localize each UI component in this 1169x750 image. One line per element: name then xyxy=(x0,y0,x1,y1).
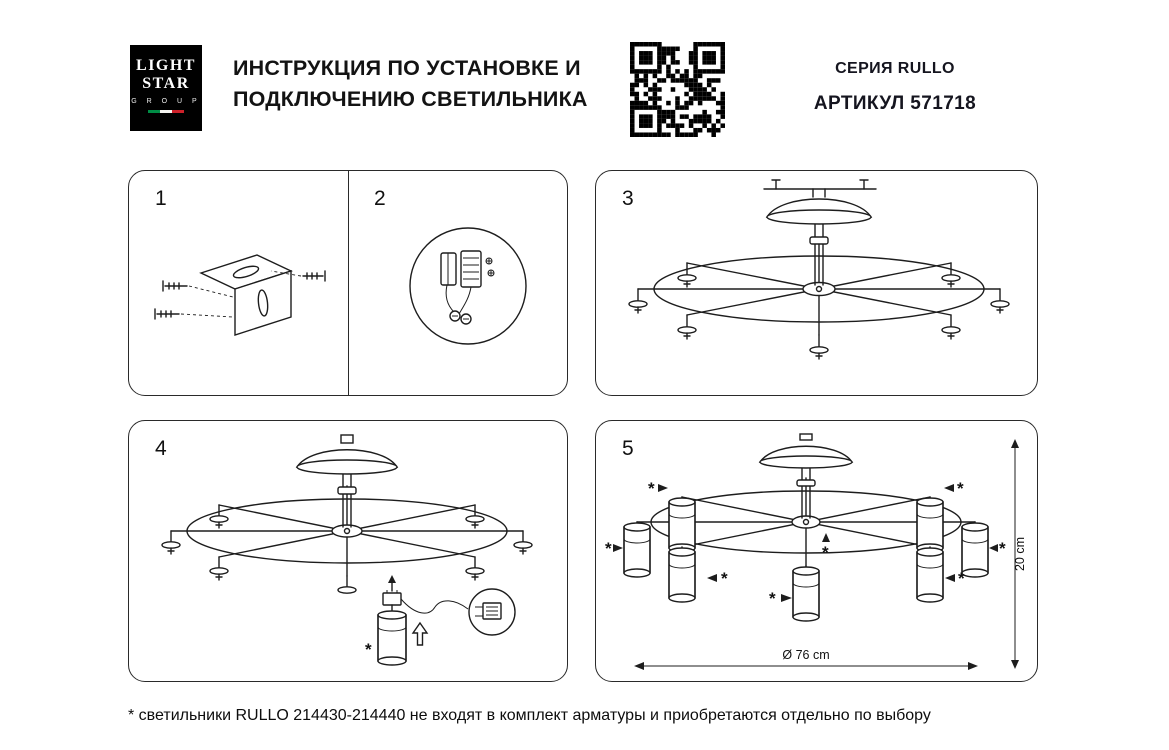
series-label: СЕРИЯ RULLO xyxy=(835,60,955,77)
pointer-arrow-icon xyxy=(944,484,954,492)
hub xyxy=(802,281,836,297)
logo-line-group: G R O U P xyxy=(131,97,201,105)
pointer-arrow-icon xyxy=(945,574,955,582)
screw-icon xyxy=(162,280,234,298)
asterisk-mark: * xyxy=(769,589,776,608)
step-4-number: 4 xyxy=(155,437,167,460)
height-dimension: 20 cm xyxy=(1011,439,1027,669)
detail-circle xyxy=(409,227,527,345)
hub xyxy=(331,524,363,538)
wires xyxy=(445,284,472,325)
lamp-socket xyxy=(382,575,402,606)
lamp-shade xyxy=(377,604,407,666)
step-5-number: 5 xyxy=(622,437,634,460)
asterisk-mark: * xyxy=(648,479,655,498)
height-dimension-label: 20 cm xyxy=(1013,537,1027,571)
diameter-dimension: Ø 76 cm xyxy=(634,648,978,670)
lamp-shade xyxy=(668,546,696,603)
step-1-diagram xyxy=(154,254,326,336)
lamp-wire xyxy=(400,598,469,614)
asterisk-mark: * xyxy=(365,640,372,659)
step-3-panel: 3 xyxy=(595,170,1038,396)
stem xyxy=(337,473,357,528)
pointer-arrow-icon xyxy=(822,533,830,542)
step-1-2-panel: 1 2 xyxy=(128,170,568,396)
step-4-panel: 4 xyxy=(128,420,568,682)
pointer-arrow-icon xyxy=(613,544,623,552)
page-title: ИНСТРУКЦИЯ ПО УСТАНОВКЕ И ПОДКЛЮЧЕНИЮ СВ… xyxy=(233,53,588,115)
diameter-dimension-label: Ø 76 cm xyxy=(782,648,829,662)
step-1-number: 1 xyxy=(155,187,167,210)
arm-holder xyxy=(628,238,1010,360)
ceiling-line xyxy=(763,179,877,190)
terminal-block xyxy=(440,250,495,288)
title-line-1: ИНСТРУКЦИЯ ПО УСТАНОВКЕ И xyxy=(233,56,581,80)
lamp-shade xyxy=(916,496,944,553)
lamp-shade xyxy=(961,521,989,578)
lamp-shade xyxy=(792,565,820,622)
connector-detail-circle xyxy=(468,588,516,636)
qr-code xyxy=(630,42,725,137)
arm-holder xyxy=(161,504,533,594)
step-4-diagram: * xyxy=(161,434,533,666)
step-3-diagram xyxy=(628,179,1010,360)
step-2-diagram xyxy=(409,227,527,345)
lamp-shade xyxy=(916,546,944,603)
lamp-shade xyxy=(623,521,651,578)
asterisk-mark: * xyxy=(605,539,612,558)
lightstar-logo: LIGHT STAR G R O U P xyxy=(130,45,202,131)
italian-flag-icon xyxy=(148,109,184,113)
stem xyxy=(796,467,816,519)
logo-line-star: STAR xyxy=(142,75,190,93)
hub xyxy=(791,515,821,529)
logo-line-light: LIGHT xyxy=(136,57,196,74)
asterisk-mark: * xyxy=(999,539,1006,558)
pointer-arrow-icon xyxy=(658,484,668,492)
step-5-panel: 5 xyxy=(595,420,1038,682)
pointer-arrow-icon xyxy=(707,574,717,582)
screw-icon xyxy=(154,308,234,320)
title-line-2: ПОДКЛЮЧЕНИЮ СВЕТИЛЬНИКА xyxy=(233,87,588,112)
asterisk-mark: * xyxy=(721,569,728,588)
step-3-number: 3 xyxy=(622,187,634,210)
step-5-diagram: * * * * * * * * 20 cm xyxy=(605,433,1027,670)
lamp-shade xyxy=(668,496,696,553)
article-label: АРТИКУЛ 571718 xyxy=(813,93,977,114)
pointer-arrow-icon xyxy=(781,594,792,602)
canopy xyxy=(765,188,873,225)
panel-divider xyxy=(348,171,349,395)
canopy xyxy=(758,433,854,469)
footnote: * светильники RULLO 214430-214440 не вхо… xyxy=(128,707,931,724)
pointer-arrow-icon xyxy=(989,544,998,552)
screw-icon xyxy=(270,270,326,282)
step-2-number: 2 xyxy=(374,187,386,210)
asterisk-mark: * xyxy=(957,479,964,498)
up-arrow-icon xyxy=(411,621,429,646)
product-meta: СЕРИЯ RULLO АРТИКУЛ 571718 xyxy=(775,60,1015,115)
asterisk-mark: * xyxy=(822,543,829,562)
stem xyxy=(809,223,829,286)
asterisk-mark: * xyxy=(958,569,965,588)
mounting-bracket xyxy=(199,254,293,336)
canopy xyxy=(295,434,399,475)
